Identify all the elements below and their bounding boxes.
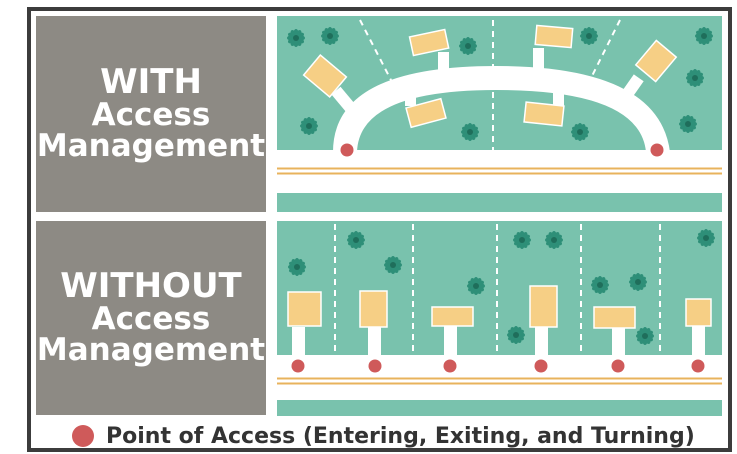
access-point [443,359,457,373]
building [523,101,565,127]
building [685,298,712,327]
with-access-scene [277,16,722,212]
driveway [368,327,381,357]
building [287,291,322,327]
with-access-management-label: WITH Access Management [36,16,266,212]
driveway [622,74,644,98]
driveway [692,326,705,357]
driveway [553,90,564,106]
access-point [534,359,548,373]
access-point [368,359,382,373]
red-dot-icon [72,425,94,447]
label-line-1: WITHOUT [60,266,242,307]
access-point [691,359,705,373]
building [534,24,574,49]
building [634,39,678,83]
driveway [612,328,625,357]
frontage-road [333,66,670,152]
label-line-1: WITH [100,62,202,103]
label-line-3: Management [36,332,266,369]
driveway [438,52,449,72]
access-point [340,143,354,157]
without-access-management-label: WITHOUT Access Management [36,221,266,415]
lot-line [359,19,393,83]
without-main-road [277,355,722,375]
driveway [535,327,548,357]
label-line-2: Access [91,300,211,337]
label-line-2: Access [91,96,211,133]
access-point [611,359,625,373]
without-land [277,221,722,355]
label-line-3: Management [36,128,266,165]
building [405,97,447,129]
access-point [291,359,305,373]
driveway [444,326,457,357]
building [302,54,348,98]
building [529,285,558,328]
without-lower-strip [277,400,722,416]
with-lower-strip [277,193,722,212]
with-road-lower-lane [277,178,722,188]
legend: Point of Access (Entering, Exiting, and … [72,420,695,452]
building [359,290,388,328]
without-access-scene [277,221,722,416]
building [593,306,636,329]
driveway [292,327,305,357]
building [431,306,474,327]
access-point [650,143,664,157]
driveway [331,86,355,112]
driveway [405,90,416,106]
driveway [533,48,544,70]
building [408,28,450,57]
legend-text: Point of Access (Entering, Exiting, and … [106,423,695,449]
with-main-road [277,150,722,166]
